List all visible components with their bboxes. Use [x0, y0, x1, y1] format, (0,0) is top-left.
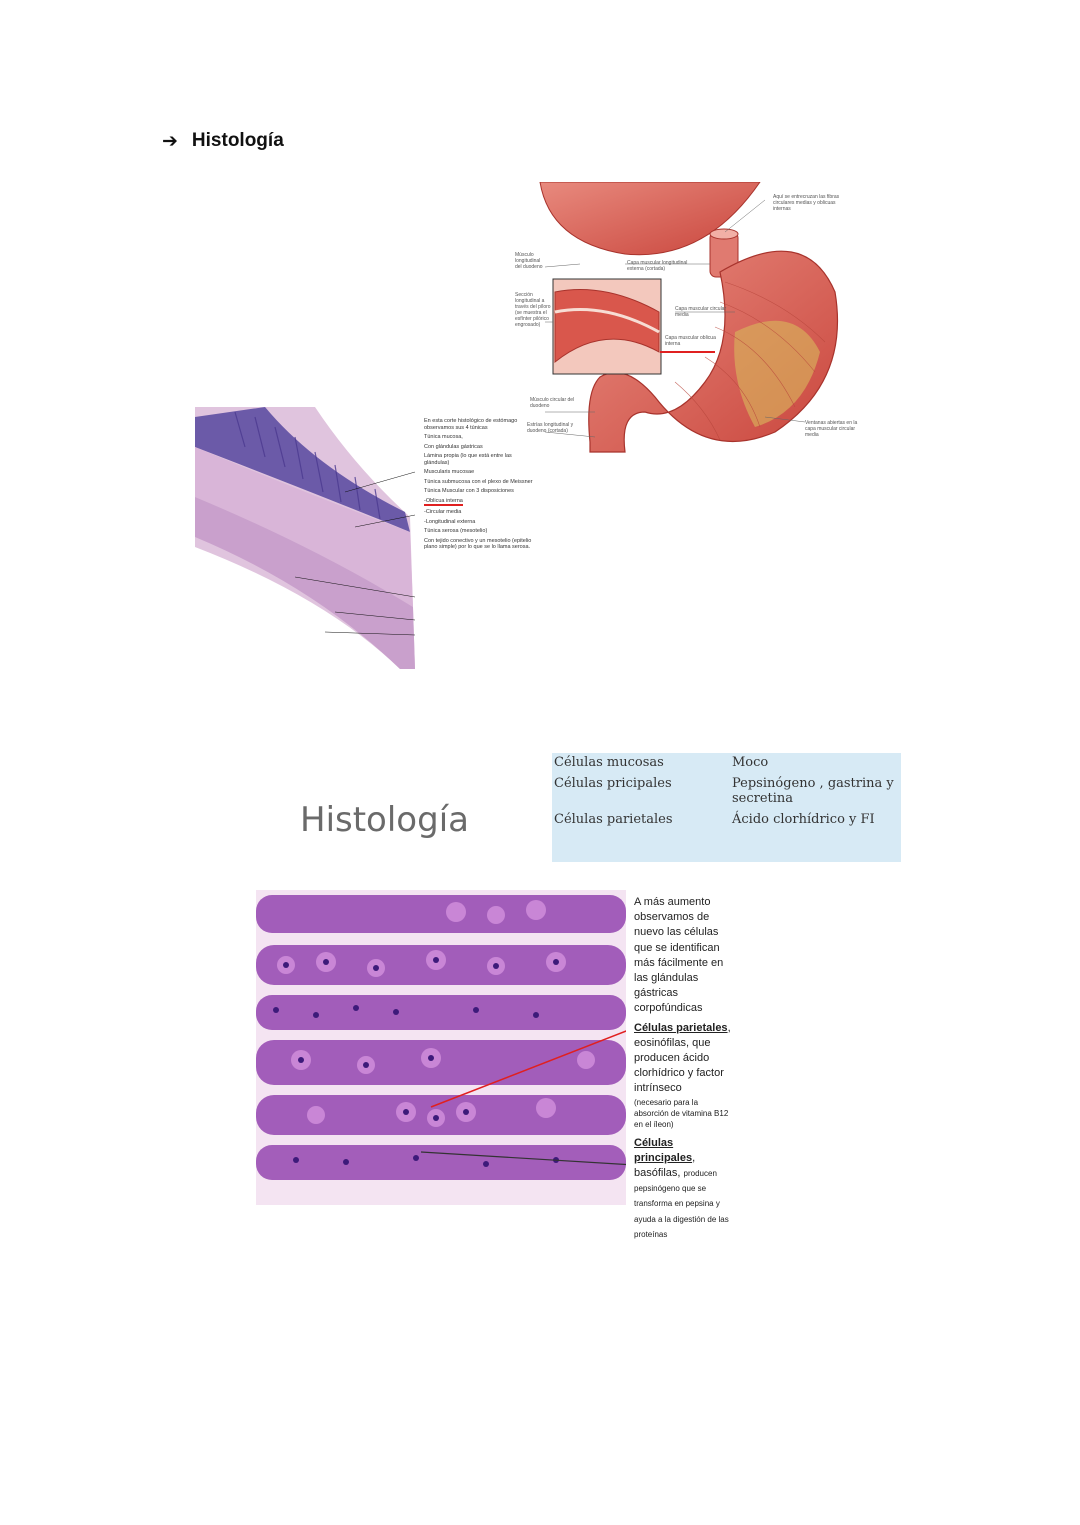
anatomy-label-seccion-piloro: Sección longitudinal a través del píloro…: [515, 292, 551, 328]
micrograph-image: [195, 407, 416, 669]
table-cell-cell: Células pricipales: [554, 776, 672, 791]
micro-high-intro: A más aumento observamos de nuevo las cé…: [634, 896, 724, 1015]
table-cell-product: Moco: [732, 755, 769, 770]
arrow-icon: ➔: [162, 130, 178, 152]
stomach-anatomy-figure: Aquí se entrecruzan las fibras circulare…: [505, 181, 870, 467]
section-heading: ➔ Histología: [162, 130, 284, 152]
gastric-glands-micrograph: [256, 890, 635, 1205]
anatomy-label-capa-circular: Capa muscular circular media: [675, 306, 727, 318]
table-row: Células mucosas Moco: [552, 753, 901, 774]
anatomy-label-ventanas: Ventanas abiertas en la capa muscular ci…: [805, 420, 858, 438]
micro-label-serosa: Túnica serosa (mesotelio): [424, 528, 488, 534]
micro-label-submucosa: Túnica submucosa con el plexo de Meissne…: [424, 478, 533, 485]
micro-label-muscularis: Muscularis mucosae: [424, 469, 475, 475]
micro-label-lamina-propia: Lámina propia (lo que está entre las glá…: [424, 453, 512, 466]
principal-cells-title: Células principales: [634, 1136, 693, 1164]
anatomy-label-capa-longitudinal: Capa muscular longitudinal externa (cort…: [627, 260, 688, 272]
anatomy-label-fibras: Aquí se entrecruzan las fibras circulare…: [773, 194, 840, 212]
micro-label-circular: -Circular media: [424, 509, 462, 515]
anatomy-label-capa-oblicua: Capa muscular oblicua interna: [665, 335, 716, 347]
stomach-wall-micrograph: [195, 407, 416, 669]
principal-cells-desc: , basófilas,: [634, 1151, 696, 1180]
section-heading-text: Histología: [191, 130, 284, 151]
micro-label-intro: En esta corte histológico de estómago ob…: [424, 418, 518, 431]
micrograph-high-labels: A más aumento observamos de nuevo las cé…: [634, 895, 734, 1242]
micro-label-longitudinal: -Longitudinal externa: [424, 518, 476, 525]
table-cell-cell: Células parietales: [554, 812, 673, 827]
micro-label-glandulas: Con glándulas gástricas: [424, 443, 483, 450]
slide-title: Histología: [300, 800, 469, 840]
stomach-illustration: [539, 181, 839, 453]
table-cell-product: Pepsinógeno , gastrina y secretina: [732, 776, 894, 806]
table-row: Células pricipales Pepsinógeno , gastrin…: [552, 774, 901, 810]
micrograph-high-image: [256, 890, 635, 1205]
table-row: Células parietales Ácido clorhídrico y F…: [552, 810, 901, 831]
anatomy-label-duodeno-longitudinal: Músculo longitudinal del duodeno: [515, 252, 543, 270]
anatomy-label-duodeno-circular: Músculo circular del duodeno: [530, 397, 575, 409]
micrograph-labels: En esta corte histológico de estómago ob…: [424, 418, 536, 554]
parietal-cells-title: Células parietales: [634, 1021, 728, 1034]
parietal-cells-desc: , eosinófilas, que producen ácido clorhí…: [634, 1021, 731, 1095]
micro-label-oblicua: -Oblicua interna: [424, 498, 463, 506]
micro-label-mucosa: Túnica mucosa,: [424, 434, 463, 440]
table-cell-cell: Células mucosas: [554, 755, 664, 770]
micro-label-muscular: Túnica Muscular con 3 disposiciones: [424, 488, 514, 494]
parietal-cells-note: (necesario para la absorción de vitamina…: [634, 1097, 729, 1129]
micro-label-mesotelio: Con tejido conectivo y un mesotelio (epi…: [424, 537, 532, 551]
table-cell-product: Ácido clorhídrico y FI: [732, 812, 875, 827]
anatomy-label-estrias: Estrías longitudinal y duodeno (cortada): [527, 422, 574, 434]
principal-cells-note: producen pepsinógeno que se transforma e…: [634, 1169, 729, 1239]
cell-products-table: Células mucosas Moco Células pricipales …: [552, 753, 901, 862]
